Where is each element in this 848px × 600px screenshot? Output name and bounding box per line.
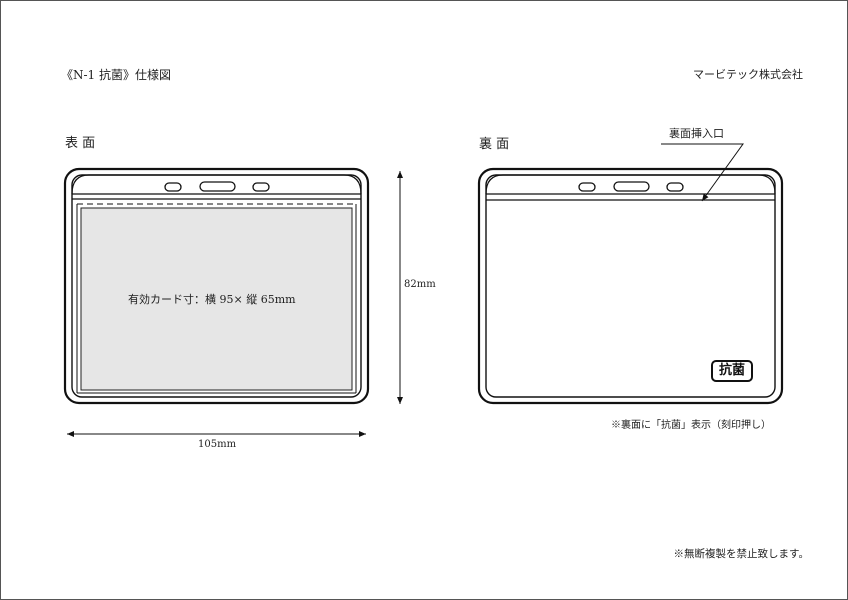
back-slot-center (613, 181, 650, 192)
back-side-label: 裏 面 (479, 137, 510, 152)
antibacterial-stamp: 抗菌 (711, 360, 753, 382)
front-top-band (71, 174, 362, 195)
front-slot-left (164, 182, 182, 192)
back-outer-frame (477, 167, 784, 405)
front-slot-center (199, 181, 236, 192)
card-size-label: 有効カード寸：横 95× 縦 65mm (128, 293, 296, 306)
page-title: 《N-1 抗菌》仕様図 (61, 68, 172, 82)
back-holder (477, 167, 784, 405)
front-slot-right (252, 182, 270, 192)
back-top-band (485, 174, 776, 195)
height-dimension-label: 82mm (404, 279, 436, 290)
company-name: マービテック株式会社 (693, 68, 803, 81)
insert-opening-label: 裏面挿入口 (669, 127, 724, 140)
card-area (80, 207, 353, 391)
front-holder (63, 167, 370, 405)
copyright-note: ※無断複製を禁止致します。 (673, 548, 809, 560)
back-slot-left (578, 182, 596, 192)
front-side-label: 表 面 (65, 136, 96, 151)
back-stamp-note: ※裏面に「抗菌」表示（刻印押し） (611, 420, 771, 431)
insert-leader-line (661, 143, 744, 202)
back-slot-right (666, 182, 684, 192)
width-dimension-label: 105mm (198, 439, 237, 450)
